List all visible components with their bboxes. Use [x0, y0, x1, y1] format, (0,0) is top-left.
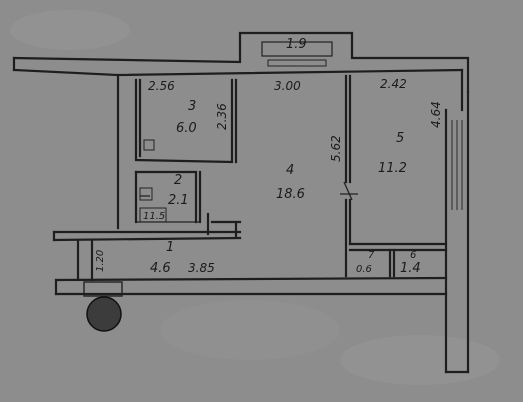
- column: [83, 281, 123, 332]
- outer-walls: [12, 31, 470, 374]
- room-3-area: 6.0: [176, 121, 197, 136]
- room-2-area: 2.1: [168, 193, 189, 208]
- room-1-area: 4.6: [150, 261, 171, 276]
- dim-room4-side: 5.62: [329, 135, 343, 162]
- room-6-number: 6: [410, 250, 416, 261]
- inner-walls: [134, 74, 448, 278]
- fixture-label: 11.5: [143, 211, 165, 222]
- dim-room3-side: 2.36: [215, 103, 229, 130]
- dim-top-left: 2.56: [148, 79, 175, 93]
- dim-top-mid: 3.00: [274, 79, 301, 93]
- dim-right-side: 4.64: [429, 101, 443, 128]
- room-5-area: 11.2: [378, 161, 407, 176]
- room-4-area: 18.6: [276, 187, 305, 202]
- room-5-number: 5: [396, 131, 404, 146]
- room-2-number: 2: [174, 173, 182, 188]
- room-4-number: 4: [286, 163, 294, 178]
- labels: 1.9 2.56 3.00 2.42 4.64 2.36 5.62 1.20 3…: [95, 37, 443, 276]
- dim-hall-bottom: 3.85: [188, 261, 215, 275]
- room-1-number: 1: [166, 240, 174, 255]
- room-3-number: 3: [188, 99, 196, 114]
- room-6-area: 1.4: [400, 261, 421, 276]
- dim-hall-left: 1.20: [95, 250, 106, 272]
- balcony: [261, 41, 333, 67]
- room-7-area: 0.6: [356, 264, 372, 275]
- room-7-number: 7: [368, 250, 375, 261]
- balcony-area: 1.9: [286, 37, 307, 52]
- dim-top-right: 2.42: [380, 77, 407, 91]
